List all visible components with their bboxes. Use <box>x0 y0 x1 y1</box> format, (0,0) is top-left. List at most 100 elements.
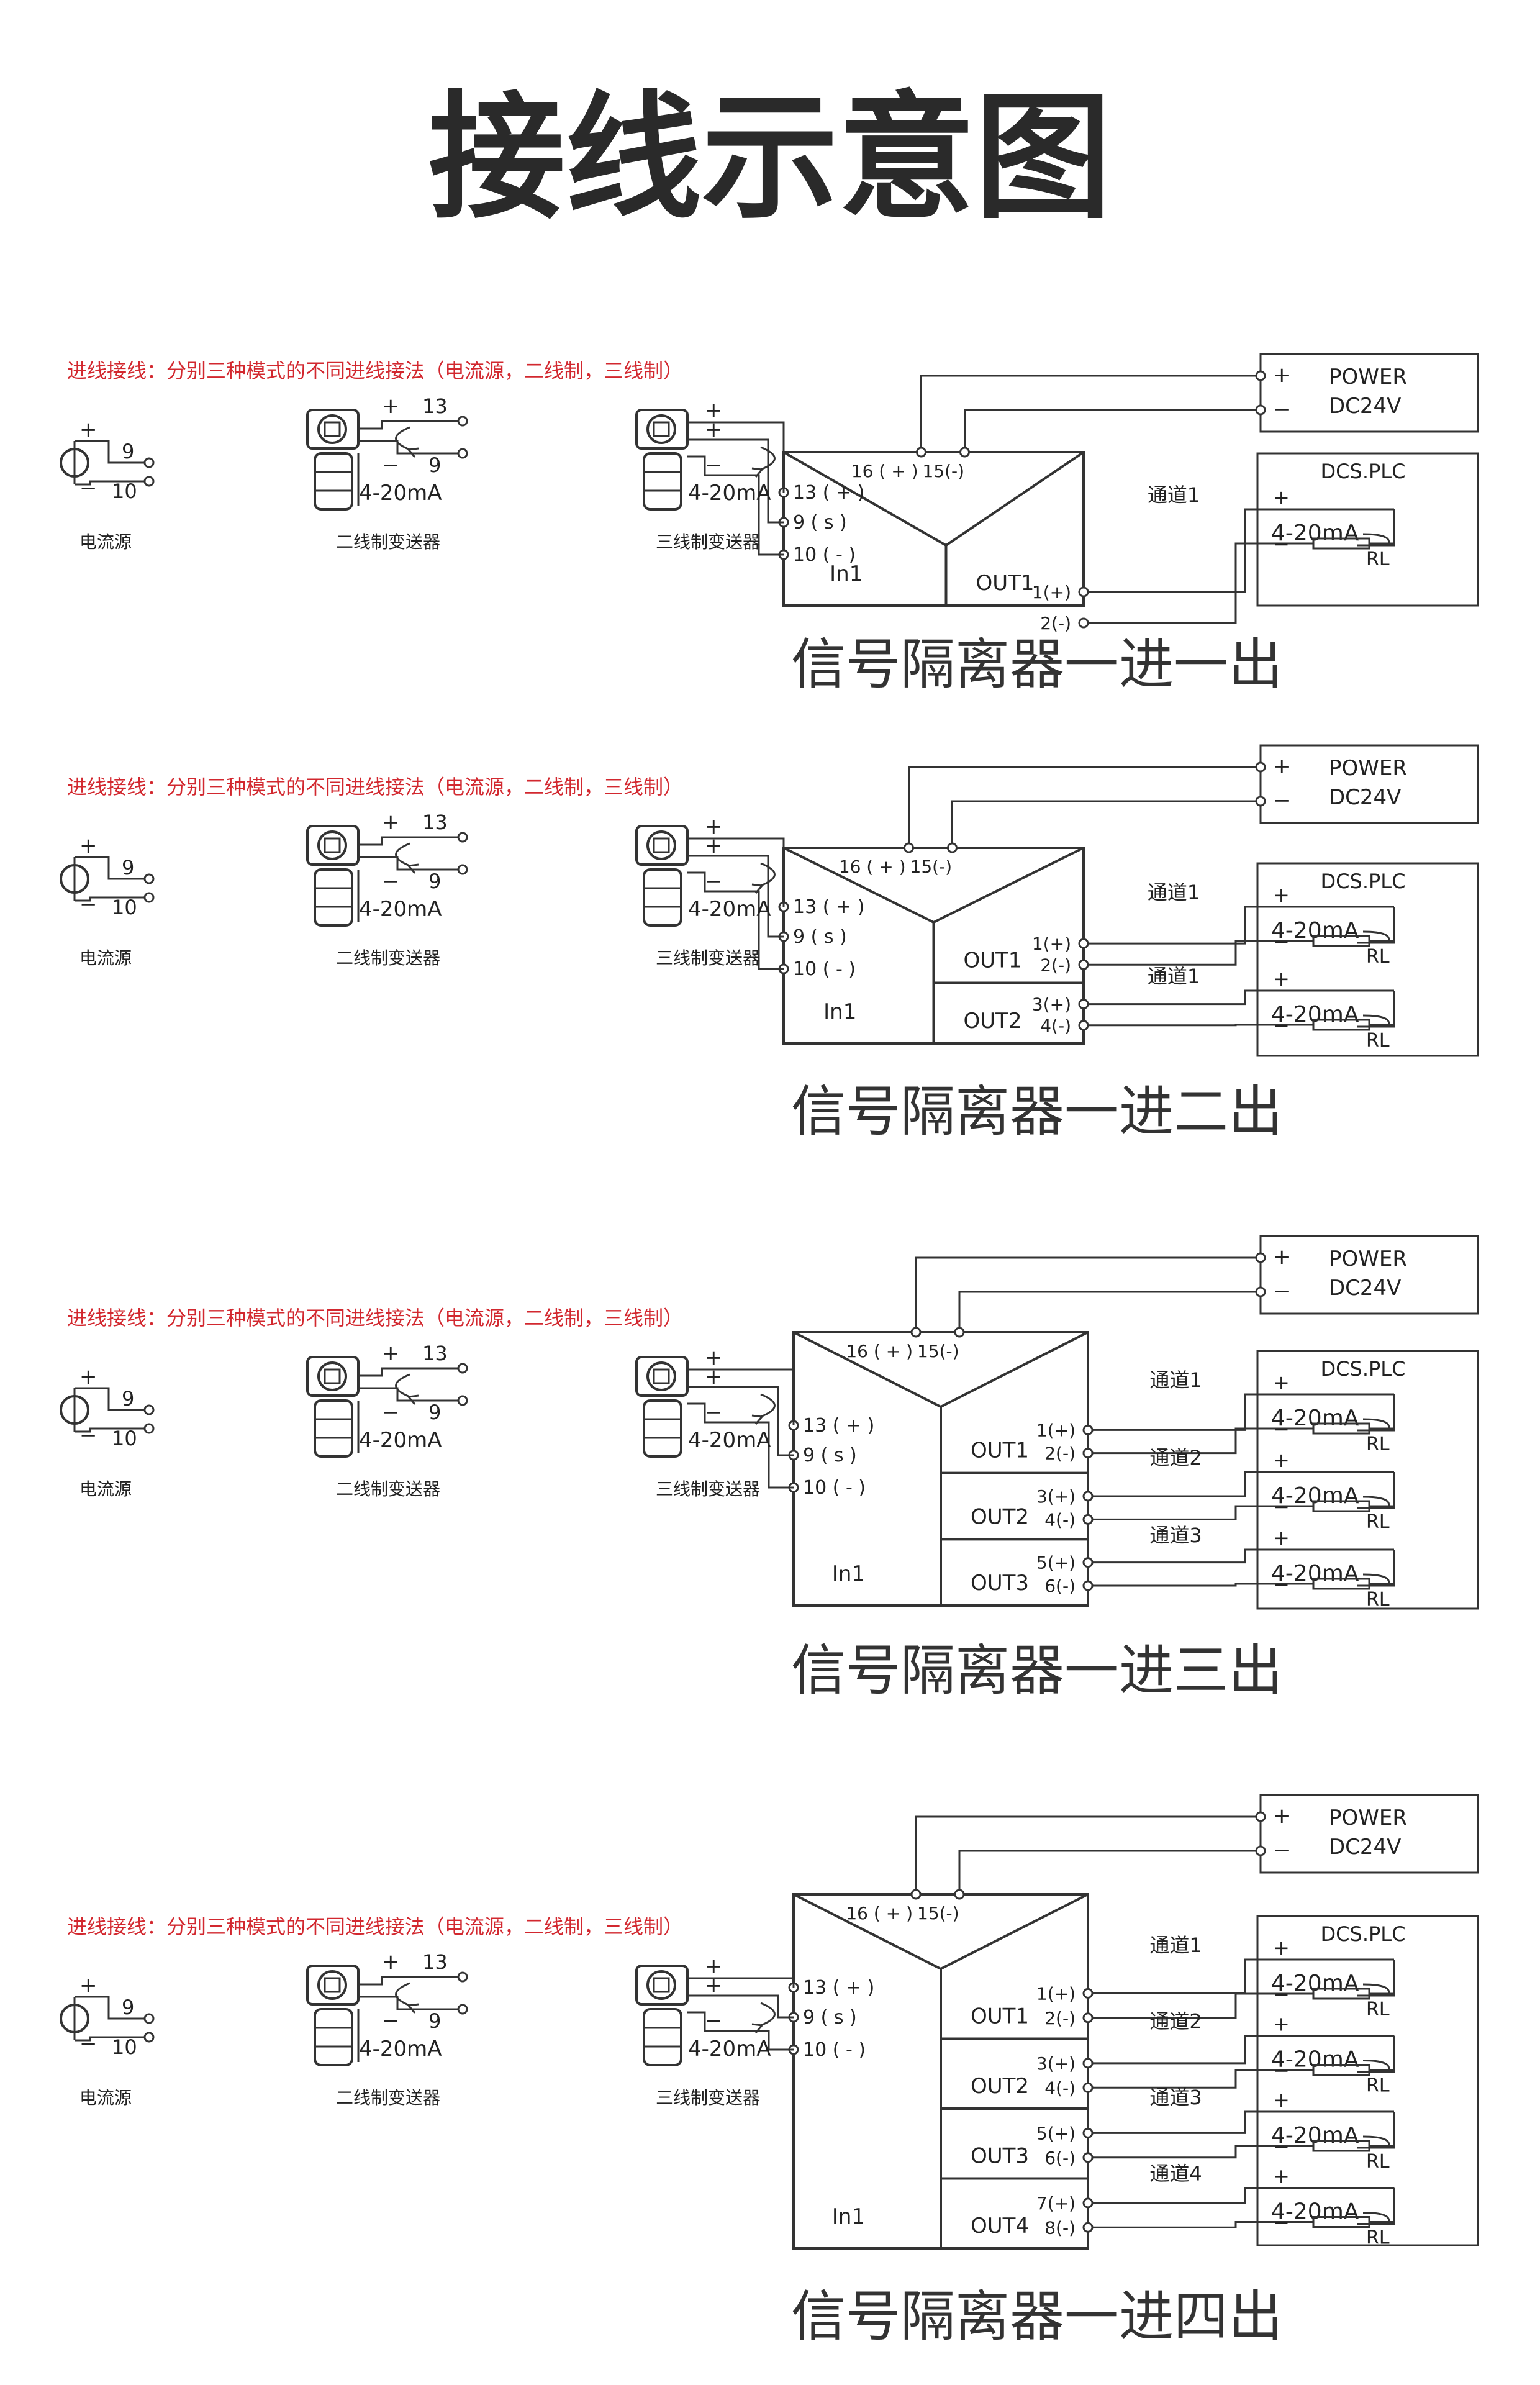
dcs-plc-label: DCS.PLC <box>1321 1922 1406 1946</box>
load-signal-label: 4-20mA <box>1271 1483 1359 1509</box>
arrow-curve <box>760 862 776 887</box>
minus-sign: − <box>1273 1014 1290 1037</box>
wire-9 <box>75 856 146 880</box>
input-terminal-10-label: 10 ( - ) <box>793 544 856 566</box>
two-wire-label: 二线制变送器 <box>336 2087 440 2108</box>
output-neg-dot <box>1082 2012 1094 2024</box>
transmitter-body <box>314 452 353 511</box>
terminal-10-label: 10 <box>112 896 137 919</box>
three-wire-label: 三线制变送器 <box>656 1479 760 1499</box>
output-neg-dot <box>1082 2082 1094 2093</box>
transmitter-window <box>324 421 341 437</box>
channel-wire-pos <box>1092 1958 1264 1994</box>
wire-9 <box>687 855 784 938</box>
load-rl-label: RL <box>1366 1433 1390 1455</box>
load-wire <box>1369 2069 1395 2072</box>
current-source-label: 电流源 <box>79 948 132 968</box>
transmitter-icon <box>635 1356 689 1458</box>
power-voltage-label: DC24V <box>1329 1276 1401 1301</box>
isolator-section-3: 进线接线：分别三种模式的不同进线接法（电流源，二线制，三线制）+−910电流源+… <box>61 1236 1479 1702</box>
terminal-16-dot <box>916 447 926 458</box>
output-neg-dot <box>1082 2152 1094 2163</box>
terminal-13-label: 13 <box>422 394 448 418</box>
channel-label: 通道1 <box>1149 1933 1202 1957</box>
terminal-13-dot <box>457 416 468 427</box>
load-channel: +4-20mA−RL <box>1264 2165 1395 2249</box>
channel-wire-neg <box>1092 2221 1264 2228</box>
wire-10 <box>75 480 146 486</box>
channel-wire-pos <box>1092 1548 1264 1564</box>
transmitter-icon <box>635 409 689 511</box>
channel-wire-neg <box>1092 2145 1264 2159</box>
plus-sign: + <box>1273 1936 1290 1960</box>
plus-sign: + <box>382 394 400 419</box>
terminal-15-label: 15(-) <box>917 1341 959 1361</box>
dcs-plc-box <box>1256 1350 1479 1610</box>
output-neg-dot <box>1078 1020 1089 1031</box>
output-name-label: OUT2 <box>971 2074 1029 2099</box>
channel-wire-pos <box>1092 2035 1264 2065</box>
output-neg-dot <box>1082 1514 1094 1525</box>
three-wire-signal-label: 4-20mA <box>688 2037 771 2061</box>
current-arrow-icon <box>751 1393 776 1425</box>
minus-sign: − <box>79 2032 97 2056</box>
output-neg-label: 2(-) <box>1044 2008 1076 2028</box>
output-neg-label: 4(-) <box>1044 1509 1076 1530</box>
terminal-10-dot <box>143 2032 155 2043</box>
output-pos-dot <box>1082 1491 1094 1502</box>
plus-sign: + <box>705 398 723 423</box>
minus-sign: − <box>705 453 723 478</box>
output-name-label: OUT4 <box>971 2214 1029 2238</box>
terminal-15-dot <box>959 447 970 458</box>
minus-sign: − <box>1273 1983 1290 2006</box>
three-wire-label: 三线制变送器 <box>656 532 760 552</box>
transmitter-window <box>324 837 341 853</box>
terminal-16-dot <box>910 1327 922 1338</box>
plus-sign: + <box>705 1365 723 1389</box>
power-wire-pos <box>908 766 1261 843</box>
channel-wire-neg <box>1088 542 1264 624</box>
power-wire-neg <box>958 1291 1261 1328</box>
input-wiring-note: 进线接线：分别三种模式的不同进线接法（电流源，二线制，三线制） <box>67 359 683 383</box>
load-wire <box>1369 1583 1395 1586</box>
wire-13 <box>358 836 460 846</box>
plus-sign: + <box>1273 363 1291 388</box>
channel-label: 通道3 <box>1149 2086 1202 2109</box>
minus-sign: − <box>382 453 400 478</box>
input-terminal-10-label: 10 ( - ) <box>803 1477 866 1499</box>
plus-sign: + <box>1273 2165 1290 2188</box>
terminal-16-label: 16 ( + ) <box>839 856 906 877</box>
minus-sign: − <box>1273 2059 1290 2083</box>
channel-wire-pos <box>1088 508 1264 593</box>
plus-sign: + <box>705 814 723 839</box>
output-neg-label: 2(-) <box>1040 955 1071 975</box>
output-neg-label: 6(-) <box>1044 2148 1076 2168</box>
minus-sign: − <box>1273 2135 1290 2158</box>
wire-9 <box>358 856 460 871</box>
output-pos-label: 7(+) <box>1036 2193 1076 2214</box>
output-pos-label: 3(+) <box>1036 1486 1076 1507</box>
arrow-curve <box>760 2002 776 2027</box>
plus-sign: + <box>79 417 97 442</box>
load-signal-label: 4-20mA <box>1271 2199 1359 2225</box>
load-rl-label: RL <box>1366 548 1390 570</box>
power-wire-neg <box>964 409 1261 448</box>
transmitter-icon <box>306 1965 360 2066</box>
output-neg-dot <box>1082 1580 1094 1591</box>
wire-9 <box>687 438 784 524</box>
plus-sign: + <box>1273 1448 1290 1472</box>
plus-sign: + <box>79 1973 97 1998</box>
wire-9 <box>687 1994 794 2019</box>
wire-9 <box>687 1386 794 1456</box>
wire-9 <box>75 1996 146 2020</box>
power-label: POWER <box>1329 756 1407 781</box>
section-title: 信号隔离器一进三出 <box>791 1638 1283 1702</box>
minus-sign: − <box>1273 788 1291 813</box>
section-title: 信号隔离器一进二出 <box>791 1079 1283 1143</box>
plus-sign: + <box>1273 1245 1291 1270</box>
output-neg-dot <box>1078 959 1089 970</box>
output-pos-dot <box>1078 938 1089 949</box>
